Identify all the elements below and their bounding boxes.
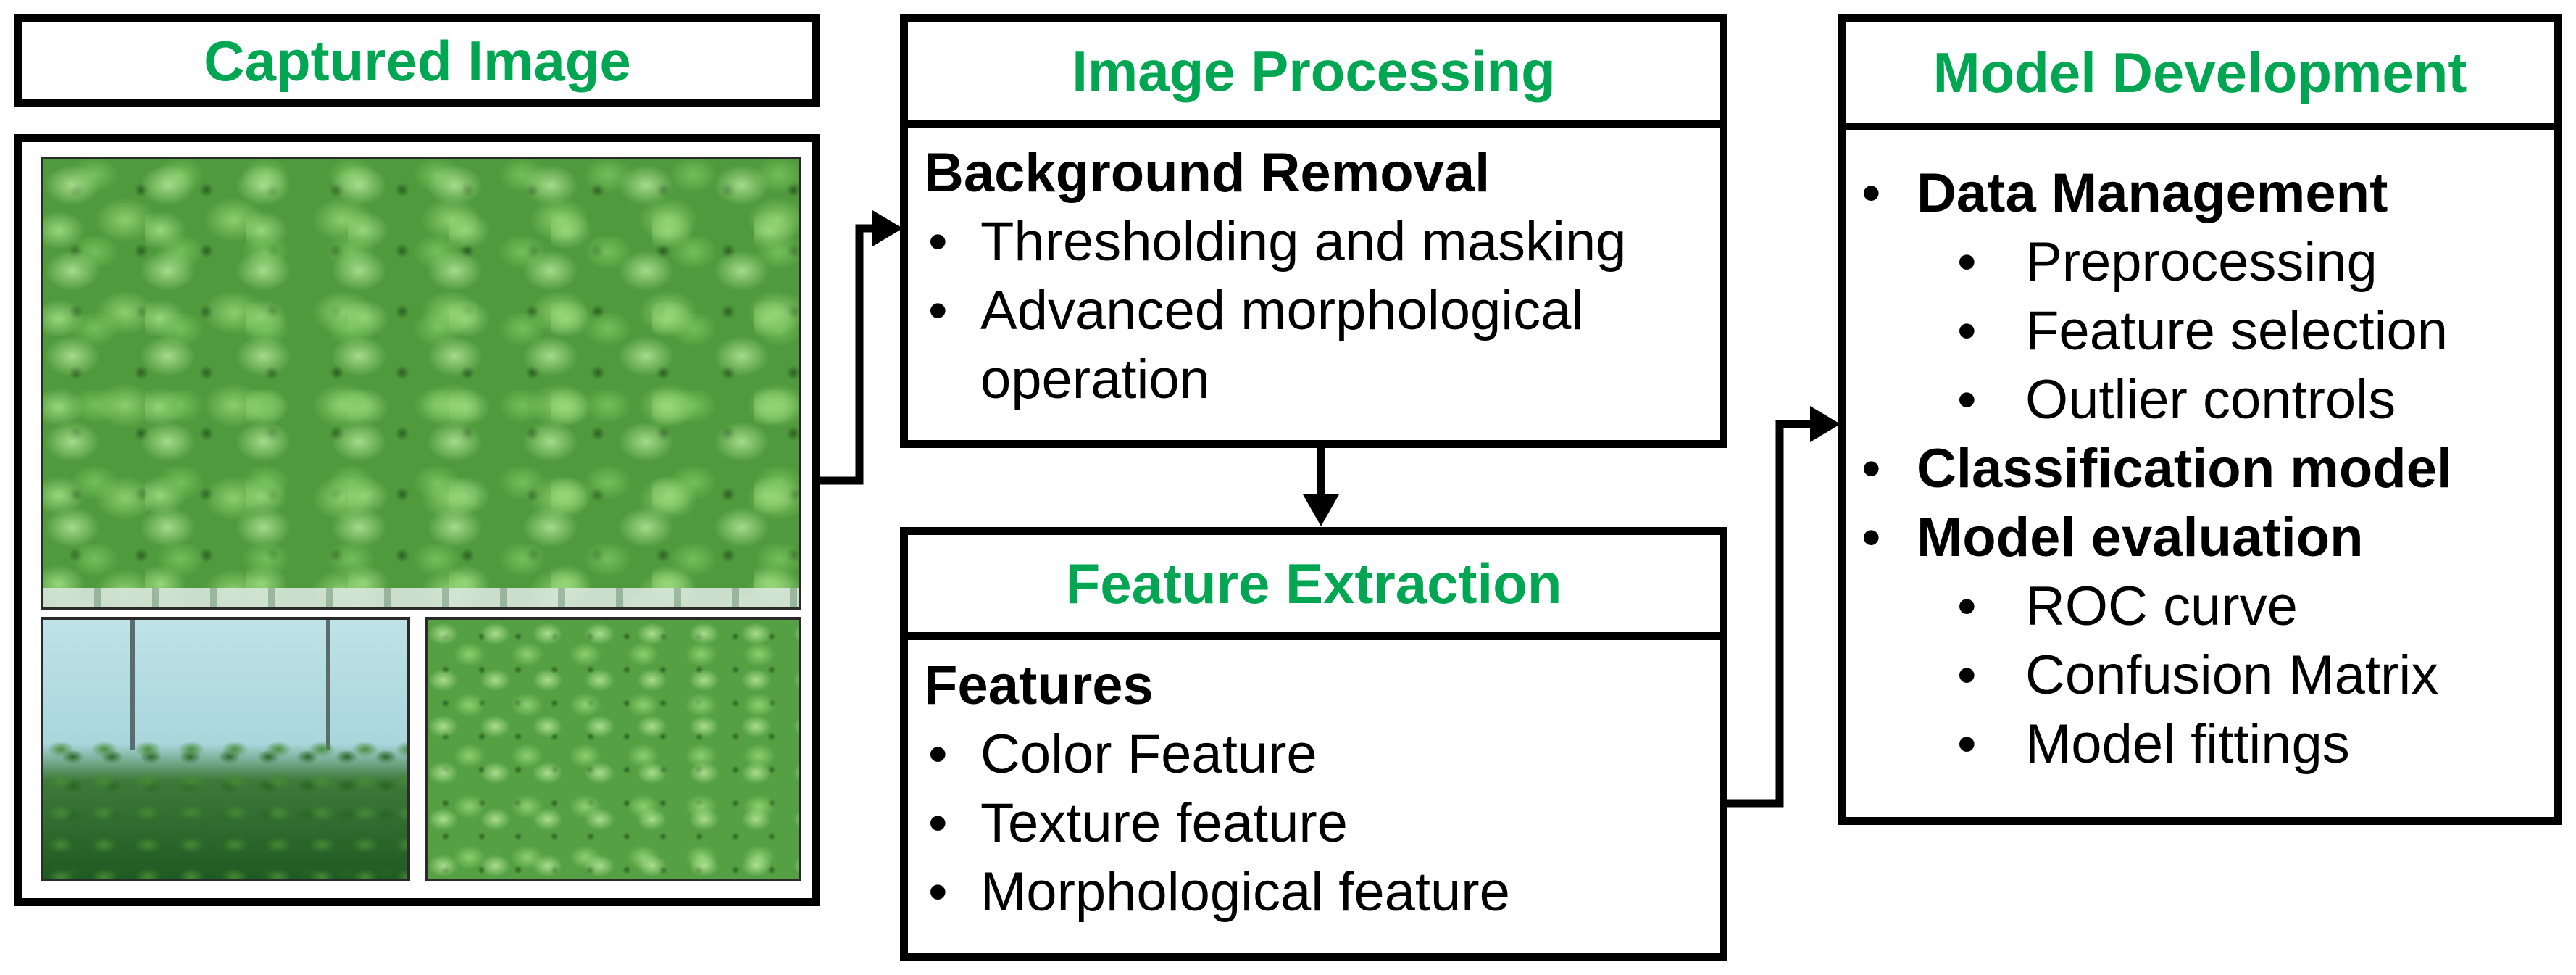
divider [1846, 123, 2554, 130]
model-development-title: Model Development [1933, 40, 2467, 104]
feature-item: Morphological feature [924, 858, 1709, 926]
model-evaluation-item: Model evaluation [1851, 503, 2544, 572]
feature-extraction-box: Feature Extraction Features Color Featur… [900, 527, 1727, 961]
arrowhead-processing [872, 210, 903, 246]
captured-image-title: Captured Image [204, 28, 631, 93]
processing-item-continued: operation [980, 349, 1210, 410]
data-management-subitem: Preprocessing [1851, 228, 2544, 296]
image-processing-title: Image Processing [1072, 38, 1556, 103]
plant-canopy-photo-small [425, 617, 801, 881]
captured-image-frame [14, 134, 820, 906]
image-processing-content: Background Removal Thresholding and mask… [924, 138, 1709, 414]
feature-extraction-content: Features Color Feature Texture feature M… [924, 651, 1709, 926]
model-evaluation-subitem: Model fittings [1851, 710, 2544, 779]
pole [130, 620, 135, 750]
plant-canopy-photo-main [41, 157, 801, 610]
feature-item: Color Feature [924, 720, 1709, 789]
arrowhead-extraction [1303, 494, 1339, 526]
feature-extraction-title: Feature Extraction [1065, 551, 1562, 615]
processing-item: Advanced morphological [924, 276, 1709, 345]
features-heading: Features [924, 655, 1154, 716]
plant-side-view-photo [41, 617, 410, 881]
divider [908, 120, 1720, 128]
data-management-subitem: Outlier controls [1851, 365, 2544, 434]
background-removal-heading: Background Removal [924, 142, 1491, 204]
data-management-item: Data Management [1851, 159, 2544, 228]
captured-image-title-box: Captured Image [14, 14, 820, 107]
model-development-content: Data Management Preprocessing Feature se… [1851, 159, 2544, 779]
pole [326, 620, 330, 750]
image-processing-box: Image Processing Background Removal Thre… [900, 14, 1727, 448]
model-evaluation-subitem: ROC curve [1851, 572, 2544, 641]
divider [908, 632, 1720, 640]
processing-item: Thresholding and masking [924, 207, 1709, 276]
arrowhead-model [1810, 406, 1841, 442]
feature-extraction-title-area: Feature Extraction [908, 535, 1720, 632]
model-development-box: Model Development Data Management Prepro… [1838, 14, 2562, 825]
model-development-title-area: Model Development [1846, 22, 2554, 123]
data-management-subitem: Feature selection [1851, 296, 2544, 365]
arrow-extraction-to-model [1727, 420, 1812, 808]
model-evaluation-subitem: Confusion Matrix [1851, 641, 2544, 710]
classification-model-item: Classification model [1851, 434, 2544, 503]
feature-item: Texture feature [924, 789, 1709, 858]
tray-strip [43, 588, 799, 607]
arrow-captured-to-processing [820, 224, 877, 485]
side-leaves [43, 736, 407, 879]
image-processing-title-area: Image Processing [908, 22, 1720, 120]
